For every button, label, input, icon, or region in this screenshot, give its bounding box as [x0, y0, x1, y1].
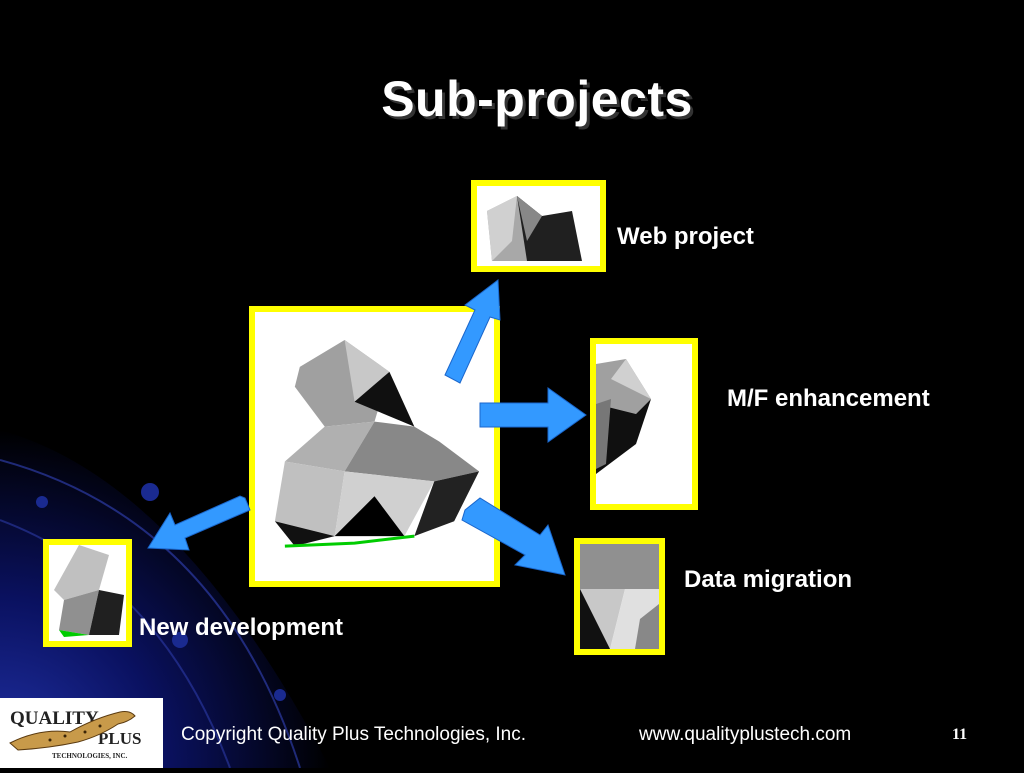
svg-text:TECHNOLOGIES, INC.: TECHNOLOGIES, INC.	[52, 752, 128, 760]
cheetah-logo-icon: QUALITY PLUS TECHNOLOGIES, INC.	[9, 708, 141, 760]
footer-copyright: Copyright Quality Plus Technologies, Inc…	[181, 724, 526, 745]
company-logo: QUALITY PLUS TECHNOLOGIES, INC.	[0, 698, 163, 768]
page-number: 11	[952, 726, 968, 743]
slide-title: Sub-projects	[381, 71, 693, 127]
mf-enhancement-image	[590, 338, 698, 510]
data-migration-image	[574, 538, 665, 655]
svg-text:QUALITY: QUALITY	[10, 708, 99, 729]
new-development-label: New development	[139, 614, 344, 641]
web-project-image	[471, 180, 606, 272]
main-polyhedron-graphic	[274, 339, 480, 548]
logo-line3: TECHNOLOGIES, INC.	[52, 752, 128, 760]
mf-polyhedron-graphic	[596, 359, 651, 474]
mf-enhancement-label: M/F enhancement	[727, 385, 930, 412]
new-development-image	[43, 539, 132, 647]
svg-text:PLUS: PLUS	[98, 729, 141, 748]
main-project-image	[249, 306, 500, 587]
logo-line2: PLUS	[98, 729, 141, 748]
logo-line1: QUALITY	[10, 708, 99, 729]
arrow-to-web-project	[444, 279, 501, 384]
migration-polyhedron-graphic	[580, 544, 659, 649]
data-migration-label: Data migration	[684, 566, 853, 593]
new-dev-polyhedron-graphic	[54, 545, 124, 637]
arrow-to-new-development	[147, 495, 251, 551]
arrow-to-data-migration	[461, 497, 566, 576]
arrow-to-mf-enhancement	[479, 387, 587, 443]
web-polyhedron-graphic	[487, 196, 582, 261]
footer-url[interactable]: www.qualityplustech.com	[639, 724, 852, 745]
web-project-label: Web project	[617, 223, 754, 250]
